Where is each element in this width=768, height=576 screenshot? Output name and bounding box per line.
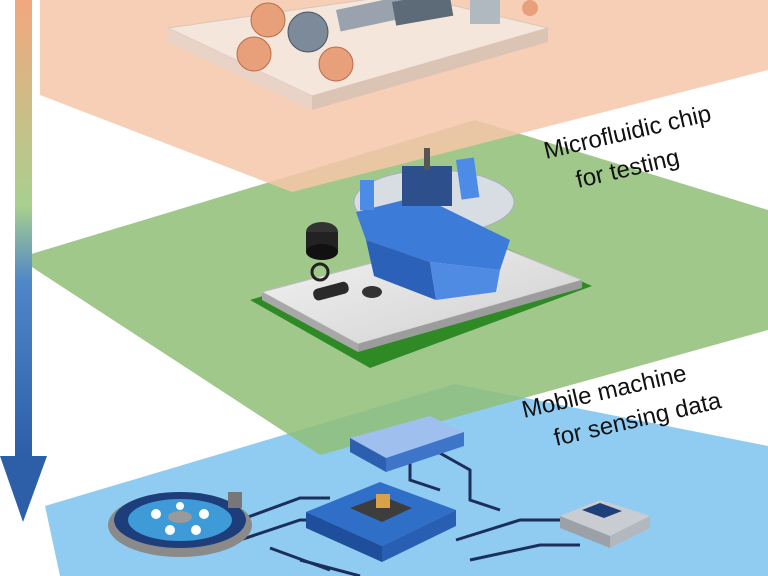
flow-arrow bbox=[0, 0, 47, 522]
circuit-board bbox=[108, 416, 650, 576]
mobile-machine bbox=[250, 148, 592, 368]
microfluidic-chip bbox=[166, 0, 550, 110]
